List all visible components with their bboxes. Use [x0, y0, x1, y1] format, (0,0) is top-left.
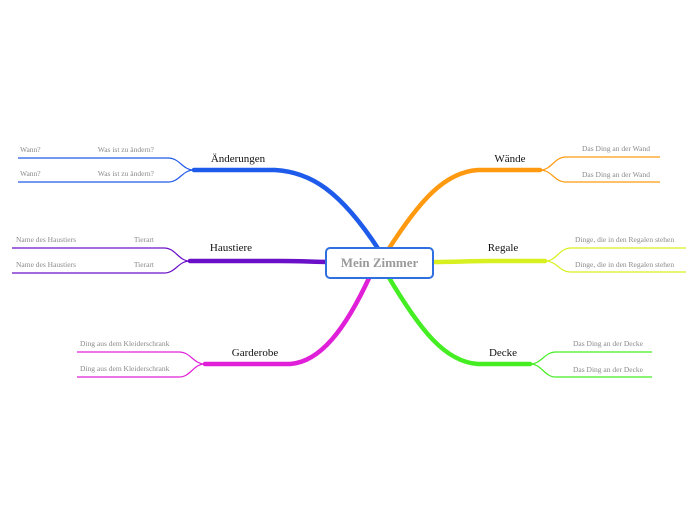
- sub-label-wardrobe-item-2: Ding aus dem Kleiderschrank: [80, 364, 170, 373]
- sub-label-when-1: Wann?: [20, 145, 41, 154]
- sub-label-wardrobe-item-1: Ding aus dem Kleiderschrank: [80, 339, 170, 348]
- sub-label-species-2: Tierart: [134, 260, 155, 269]
- branch-connector: [187, 258, 333, 265]
- sub-label-what-1: Was ist zu ändern?: [98, 145, 155, 154]
- sub-label-pet-name-2: Name des Haustiers: [16, 260, 76, 269]
- branch-regale[interactable]: Regale Dinge, die in den Regalen stehen …: [429, 235, 686, 273]
- branch-connector: [429, 258, 548, 265]
- sub-connector: [77, 363, 206, 378]
- central-topic[interactable]: Mein Zimmer: [325, 247, 434, 279]
- central-topic-title: Mein Zimmer: [340, 255, 419, 270]
- branch-waende[interactable]: Wände Das Ding an der Wand Das Ding an d…: [385, 144, 660, 253]
- sub-connector: [18, 169, 195, 183]
- branch-connector: [191, 167, 382, 253]
- sub-label-ceiling-item-2: Das Ding an der Decke: [573, 365, 644, 374]
- sub-label-pet-name-1: Name des Haustiers: [16, 235, 76, 244]
- sub-connector: [539, 156, 660, 171]
- branch-aenderungen[interactable]: Änderungen Wann? Was ist zu ändern? Wann…: [18, 145, 382, 253]
- sub-label-shelf-item-2: Dinge, die in den Regalen stehen: [575, 260, 674, 269]
- sub-connector: [18, 157, 195, 171]
- branch-garderobe[interactable]: Garderobe Ding aus dem Kleiderschrank Di…: [77, 273, 373, 378]
- branch-connector: [385, 167, 543, 253]
- sub-connector: [12, 260, 191, 274]
- sub-connector: [529, 363, 652, 378]
- sub-label-wall-item-2: Das Ding an der Wand: [582, 170, 650, 179]
- sub-label-when-2: Wann?: [20, 169, 41, 178]
- branch-label-decke: Decke: [489, 347, 517, 359]
- sub-label-shelf-item-1: Dinge, die in den Regalen stehen: [575, 235, 674, 244]
- branch-decke[interactable]: Decke Das Ding an der Decke Das Ding an …: [385, 273, 652, 378]
- branch-label-aenderungen: Änderungen: [211, 153, 266, 165]
- sub-label-species-1: Tierart: [134, 235, 155, 244]
- branch-label-garderobe: Garderobe: [232, 347, 279, 359]
- sub-connector: [77, 351, 206, 365]
- branch-haustiere[interactable]: Haustiere Name des Haustiers Tierart Nam…: [12, 235, 333, 274]
- branch-label-waende: Wände: [494, 153, 525, 165]
- sub-connector: [12, 247, 191, 262]
- sub-connector: [539, 169, 660, 183]
- branch-label-haustiere: Haustiere: [210, 242, 252, 254]
- sub-connector: [529, 351, 652, 365]
- branch-connector: [385, 273, 533, 367]
- branch-label-regale: Regale: [488, 242, 519, 254]
- branch-connector: [202, 273, 373, 367]
- sub-label-ceiling-item-1: Das Ding an der Decke: [573, 339, 644, 348]
- sub-connector: [544, 260, 686, 273]
- sub-connector: [544, 247, 686, 262]
- sub-label-wall-item-1: Das Ding an der Wand: [582, 144, 650, 153]
- sub-label-what-2: Was ist zu ändern?: [98, 169, 155, 178]
